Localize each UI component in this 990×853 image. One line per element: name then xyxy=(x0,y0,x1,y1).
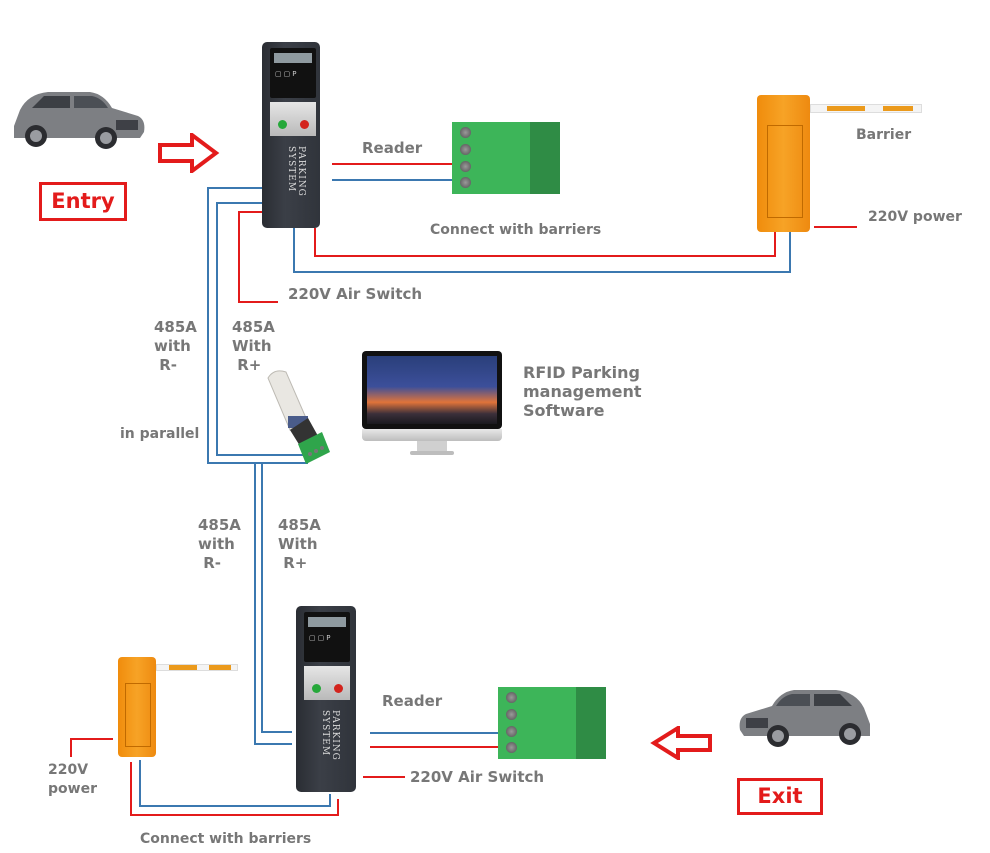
wire-485-r-minus-bottom xyxy=(254,463,292,745)
exit-label: Exit xyxy=(737,778,823,815)
exit-parking-terminal: ▢▢P PARKING SYSTEM xyxy=(296,606,356,792)
lcd-screen xyxy=(308,617,346,627)
terminal-screw-icon xyxy=(506,726,517,737)
wire-air-switch-entry xyxy=(238,211,278,303)
terminal-screw-icon xyxy=(460,161,471,172)
in-parallel-label: in parallel xyxy=(120,426,200,442)
bus-r-plus-top-label: 485A With R+ xyxy=(232,318,275,374)
software-label: RFID Parking management Software xyxy=(523,363,642,420)
board-pcb xyxy=(576,687,606,759)
entry-parking-terminal: ▢▢P PARKING SYSTEM xyxy=(262,42,320,228)
entry-car-icon xyxy=(14,92,145,149)
exit-car-icon xyxy=(739,690,870,747)
entry-reader-board xyxy=(452,122,560,194)
terminal-button-panel xyxy=(270,102,316,136)
monitor-screen xyxy=(362,351,502,429)
wire-barrier-blue-entry xyxy=(293,228,791,273)
entry-air-switch-label: 220V Air Switch xyxy=(288,285,423,303)
wire-power-exit-barrier xyxy=(70,738,113,757)
entry-barrier-arm xyxy=(810,104,922,113)
wire-barrier-blue-exit xyxy=(139,760,331,807)
terminal-screw-icon xyxy=(506,742,517,753)
bus-r-plus-bottom-label: 485A With R+ xyxy=(278,516,321,572)
exit-barrier-arm xyxy=(156,664,238,671)
terminal-screw-icon xyxy=(460,177,471,188)
exit-barrier-gate xyxy=(118,657,156,757)
terminal-screw-icon xyxy=(460,144,471,155)
exit-air-switch-label: 220V Air Switch xyxy=(410,768,545,786)
terminal-display: ▢▢P xyxy=(304,612,350,662)
arrow-right-icon xyxy=(158,133,220,173)
entry-reader-label: Reader xyxy=(362,139,423,157)
exit-reader-label: Reader xyxy=(382,692,443,710)
exit-reader-board xyxy=(498,687,606,759)
wire-485-r-plus-top xyxy=(216,202,308,456)
red-button-icon xyxy=(334,684,343,693)
barrier-door xyxy=(125,683,151,747)
terminal-screw-icon xyxy=(506,692,517,703)
terminal-screw-icon xyxy=(506,709,517,720)
board-pcb xyxy=(530,122,560,194)
terminal-brand-text: PARKING SYSTEM xyxy=(320,710,340,761)
exit-power-label: 220V power xyxy=(48,762,97,797)
green-button-icon xyxy=(278,120,287,129)
management-software-monitor xyxy=(362,351,502,461)
terminal-screw-icon xyxy=(460,127,471,138)
wire-485-r-plus-bottom xyxy=(261,463,292,733)
terminal-display: ▢▢P xyxy=(270,48,316,98)
exit-connect-barriers-label: Connect with barriers xyxy=(140,831,312,847)
terminal-button-panel xyxy=(304,666,350,700)
entry-label: Entry xyxy=(39,182,127,221)
entry-barrier-label: Barrier xyxy=(856,127,912,143)
entry-barrier-gate xyxy=(757,95,810,232)
bus-r-minus-bottom-label: 485A with R- xyxy=(198,516,241,572)
rs485-converter-icon xyxy=(267,370,330,464)
lcd-screen xyxy=(274,53,312,63)
green-button-icon xyxy=(312,684,321,693)
entry-power-label: 220V power xyxy=(868,209,962,225)
terminal-brand-text: PARKING SYSTEM xyxy=(286,146,306,197)
wire-barrier-red-exit xyxy=(130,762,339,816)
bus-r-minus-top-label: 485A with R- xyxy=(154,318,197,374)
red-button-icon xyxy=(300,120,309,129)
wire-485-r-minus-top xyxy=(207,187,308,464)
terminal-keys: ▢▢P xyxy=(275,70,299,78)
wire-barrier-red-entry xyxy=(314,228,776,257)
entry-connect-barriers-label: Connect with barriers xyxy=(430,222,602,238)
terminal-keys: ▢▢P xyxy=(309,634,333,642)
arrow-left-icon xyxy=(650,726,712,760)
barrier-door xyxy=(767,125,803,218)
